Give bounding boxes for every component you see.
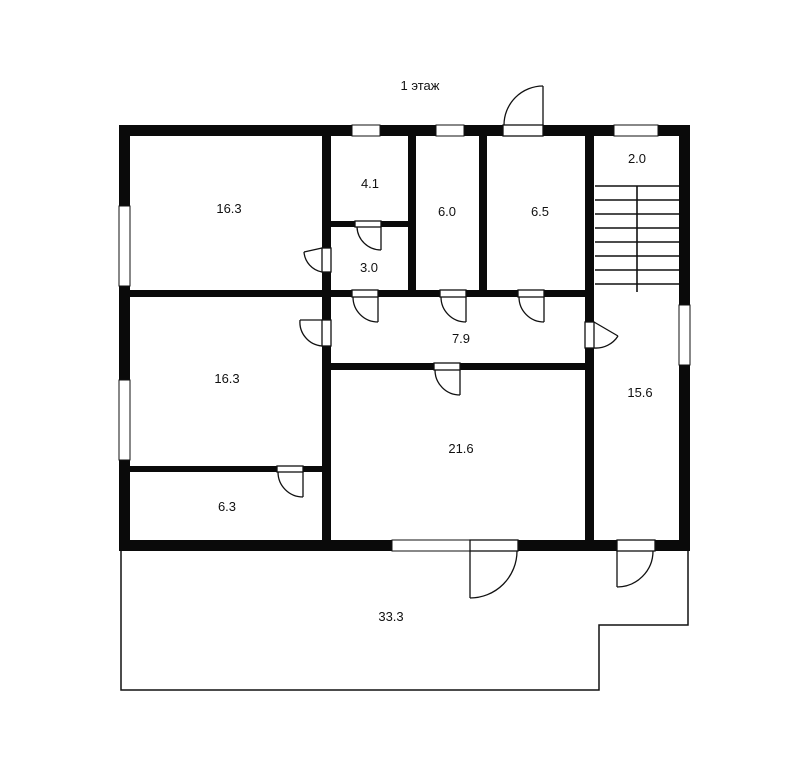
window: [435, 124, 465, 137]
window: [118, 205, 131, 287]
outer-walls: [119, 125, 690, 551]
doors: [276, 85, 656, 599]
window: [391, 539, 471, 552]
room-area-label: 16.3: [214, 371, 239, 386]
terrace-outline: [120, 549, 689, 691]
window: [118, 379, 131, 461]
window: [678, 304, 691, 366]
floor-title: 1 этаж: [401, 78, 440, 93]
window: [351, 124, 381, 137]
staircase: [595, 185, 679, 292]
room-area-label: 33.3: [378, 609, 403, 624]
room-area-label: 6.0: [438, 204, 456, 219]
windows: [118, 124, 691, 552]
room-area-label: 6.3: [218, 499, 236, 514]
room-area-label: 3.0: [360, 260, 378, 275]
interior-walls: [130, 136, 594, 540]
room-area-label: 21.6: [448, 441, 473, 456]
room-area-label: 15.6: [627, 385, 652, 400]
window: [613, 124, 659, 137]
room-area-label: 7.9: [452, 331, 470, 346]
room-area-label: 16.3: [216, 201, 241, 216]
room-area-label: 6.5: [531, 204, 549, 219]
room-labels: 16.3 4.1 3.0 6.0 6.5 2.0 7.9 16.3 15.6 2…: [214, 151, 652, 624]
room-area-label: 2.0: [628, 151, 646, 166]
room-area-label: 4.1: [361, 176, 379, 191]
